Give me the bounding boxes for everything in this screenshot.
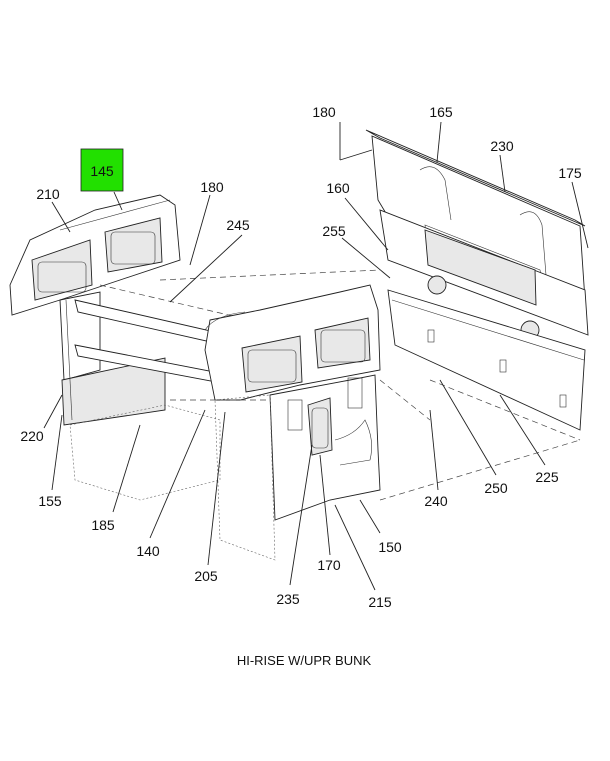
callout-160[interactable]: 160 [326, 180, 350, 196]
callout-235[interactable]: 235 [276, 591, 300, 607]
callout-250[interactable]: 250 [484, 480, 508, 496]
callout-180-right[interactable]: 180 [312, 104, 336, 120]
assembly-dashes [159, 269, 581, 501]
callout-180-left[interactable]: 180 [200, 179, 224, 195]
callout-205[interactable]: 205 [194, 568, 218, 584]
callout-240[interactable]: 240 [424, 493, 448, 509]
callout-150[interactable]: 150 [378, 539, 402, 555]
callout-225[interactable]: 225 [535, 469, 559, 485]
callout-175[interactable]: 175 [558, 165, 582, 181]
callout-185[interactable]: 185 [91, 517, 115, 533]
diagram-caption: HI-RISE W/UPR BUNK [237, 653, 372, 668]
callout-140[interactable]: 140 [136, 543, 160, 559]
upper-bunk-panel [365, 129, 589, 431]
callout-155[interactable]: 155 [38, 493, 62, 509]
callout-215[interactable]: 215 [368, 594, 392, 610]
left-upper-compartment [9, 194, 181, 316]
lower-rear-panel [214, 374, 381, 561]
callout-165[interactable]: 165 [429, 104, 453, 120]
callout-255[interactable]: 255 [322, 223, 346, 239]
leader-lines [43, 121, 589, 591]
callout-170[interactable]: 170 [317, 557, 341, 573]
highlight-box [80, 148, 124, 192]
callout-145[interactable]: 145 [90, 163, 114, 179]
callout-230[interactable]: 230 [490, 138, 514, 154]
callout-210[interactable]: 210 [36, 186, 60, 202]
callout-245[interactable]: 245 [226, 217, 250, 233]
main-cabinet [204, 284, 381, 401]
callout-220[interactable]: 220 [20, 428, 44, 444]
